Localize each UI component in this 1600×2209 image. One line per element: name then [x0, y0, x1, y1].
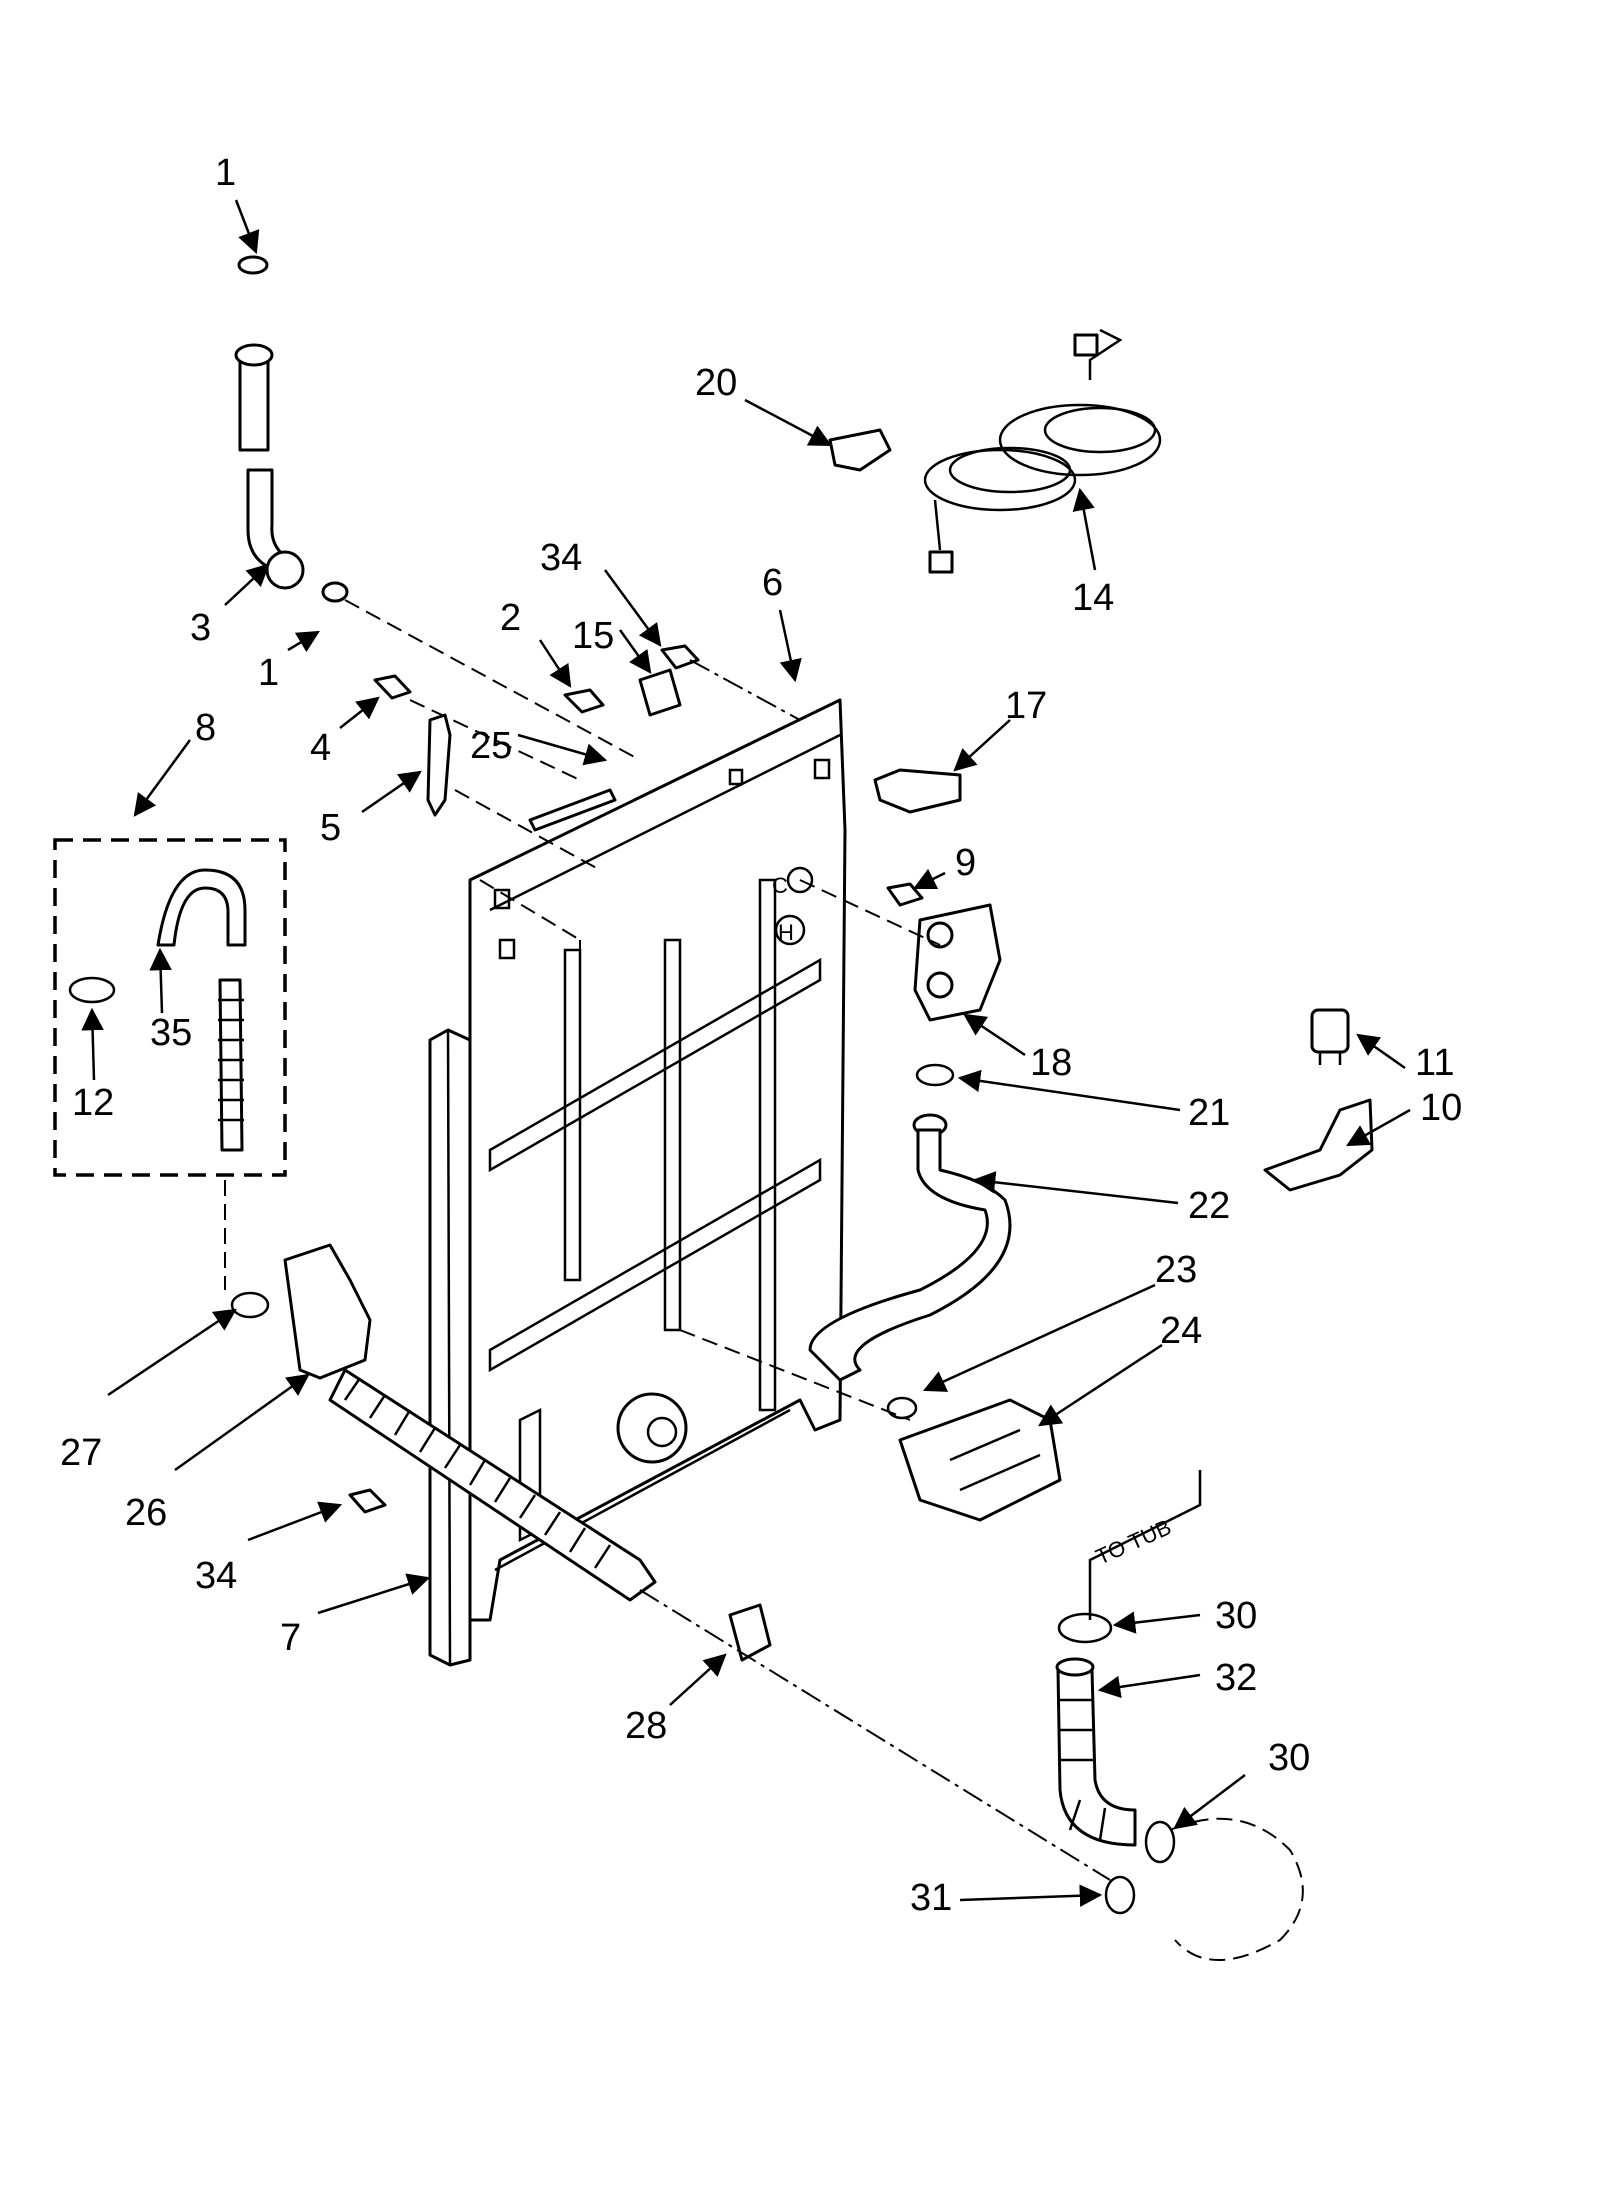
clamp-23 — [886, 1396, 918, 1420]
clip-20 — [828, 428, 892, 472]
callout-1-washer: 1 — [258, 652, 279, 694]
callout-17: 17 — [1005, 685, 1047, 727]
callout-27: 27 — [60, 1432, 102, 1474]
callout-11: 11 — [1415, 1042, 1454, 1084]
callout-24: 24 — [1160, 1310, 1202, 1352]
callout-23: 23 — [1155, 1249, 1197, 1291]
callout-3: 3 — [190, 607, 211, 649]
handle-17 — [873, 768, 962, 814]
callout-34-top: 34 — [540, 537, 582, 579]
callout-20: 20 — [695, 362, 737, 404]
callout-32: 32 — [1215, 1657, 1257, 1699]
callout-22: 22 — [1188, 1185, 1230, 1227]
callout-28: 28 — [625, 1705, 667, 1747]
to-tub-note — [1088, 1470, 1202, 1620]
callout-12: 12 — [72, 1082, 114, 1124]
callout-18: 18 — [1030, 1042, 1072, 1084]
valve-h-label: H — [778, 920, 794, 945]
callout-8: 8 — [195, 707, 216, 749]
hose-bracket — [426, 713, 452, 817]
screws — [348, 644, 924, 1514]
rear-panel — [468, 698, 847, 1622]
clamp-21 — [915, 1063, 955, 1087]
callout-6: 6 — [762, 562, 783, 604]
hose-22 — [808, 1113, 1012, 1382]
callout-leaders — [81, 199, 1411, 1907]
clamp-30-bottom — [1144, 1820, 1176, 1864]
water-valve — [913, 903, 1002, 1022]
callout-2: 2 — [500, 597, 521, 639]
bracket-10 — [1263, 1098, 1374, 1192]
power-cord — [923, 328, 1162, 574]
callout-26: 26 — [125, 1492, 167, 1534]
clamp-31 — [1104, 1875, 1136, 1915]
callout-14: 14 — [1072, 577, 1114, 619]
clamp-28 — [728, 1603, 772, 1662]
pump-24 — [898, 1398, 1062, 1522]
callout-15: 15 — [572, 615, 614, 657]
callout-4: 4 — [310, 727, 331, 769]
valve-c-label: C — [772, 873, 788, 898]
callout-9: 9 — [955, 842, 976, 884]
drain-hose-kit — [53, 838, 287, 1177]
clamp-30-top — [1057, 1612, 1113, 1644]
callout-5: 5 — [320, 807, 341, 849]
callout-31: 31 — [910, 1877, 952, 1919]
callout-30-top: 30 — [1215, 1595, 1257, 1637]
to-tub-label: TO TUB — [1092, 1514, 1175, 1569]
tub-outlet — [1169, 1817, 1304, 1961]
capacitor-11 — [1310, 1008, 1350, 1065]
assembly-lines — [224, 599, 1111, 1881]
callout-7: 7 — [280, 1617, 301, 1659]
inlet-hose — [234, 255, 349, 603]
callout-1-top: 1 — [215, 152, 236, 194]
callout-34-bottom: 34 — [195, 1555, 237, 1597]
callout-21: 21 — [1188, 1092, 1230, 1134]
clip-15 — [638, 668, 682, 717]
corner-brace — [428, 1028, 472, 1667]
clamp-27 — [230, 1291, 270, 1319]
callout-10: 10 — [1420, 1087, 1462, 1129]
callout-35: 35 — [150, 1012, 192, 1054]
callout-labels: 1 1 2 3 4 5 6 7 8 9 10 11 12 14 15 17 18… — [60, 152, 1462, 1919]
hose-32 — [1055, 1657, 1137, 1847]
callout-30-bottom: 30 — [1268, 1737, 1310, 1779]
hose-bracket-26 — [283, 1243, 372, 1380]
callout-25: 25 — [470, 725, 512, 767]
